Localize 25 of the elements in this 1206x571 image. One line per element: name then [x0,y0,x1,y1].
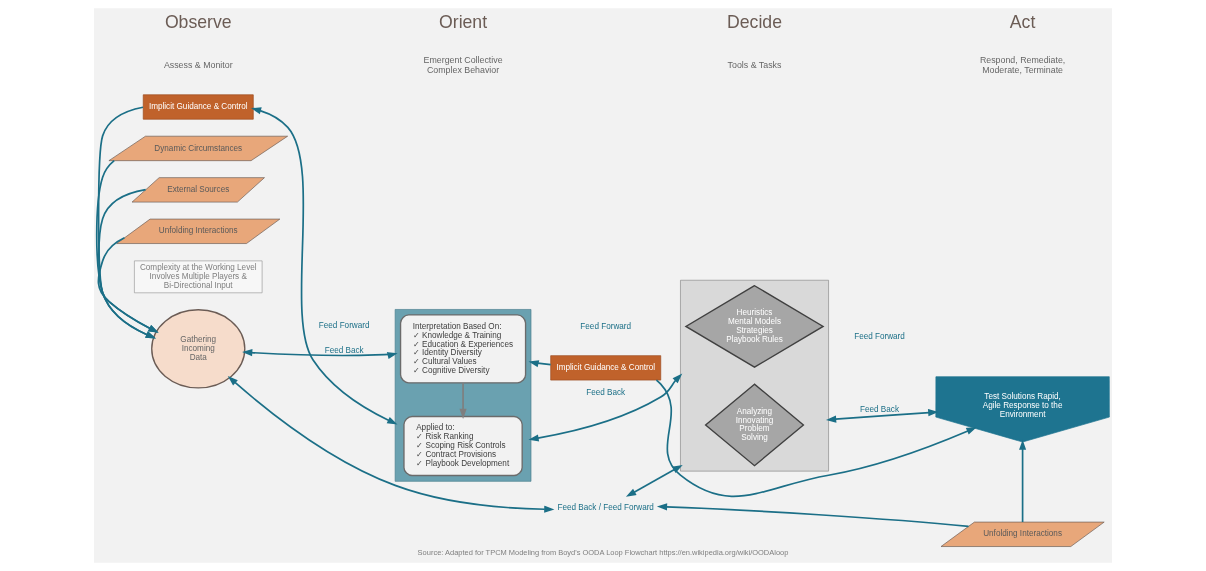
arrow [97,237,159,333]
arrow [227,376,555,513]
arrow [655,379,977,498]
arrow [826,409,939,423]
caption: Source: Adapted for TPCM Modeling from Boyd's OODA Loop Flowchart https://en.wikipedia.org/wiki/OODAloop [417,548,789,558]
arrow [250,107,398,425]
arrow [95,159,156,339]
label: Orient [439,11,488,32]
cluster [680,279,829,472]
arrow [656,503,970,528]
label: Act [1009,11,1036,32]
label: Emergent Collective Complex Behavior [423,55,503,75]
arrow [459,382,467,419]
arrow [528,360,552,368]
label: Assess & Monitor [163,59,233,70]
arrow [528,373,683,442]
arrow [1019,439,1027,523]
arrow [97,106,156,339]
arrow [98,188,159,333]
label: Decide [727,11,782,32]
arrow [242,349,398,360]
label: Tools & Tasks [727,59,782,70]
cluster [394,309,532,482]
label: Respond, Remediate, Moderate, Terminate [979,55,1066,75]
label: Observe [164,11,232,32]
